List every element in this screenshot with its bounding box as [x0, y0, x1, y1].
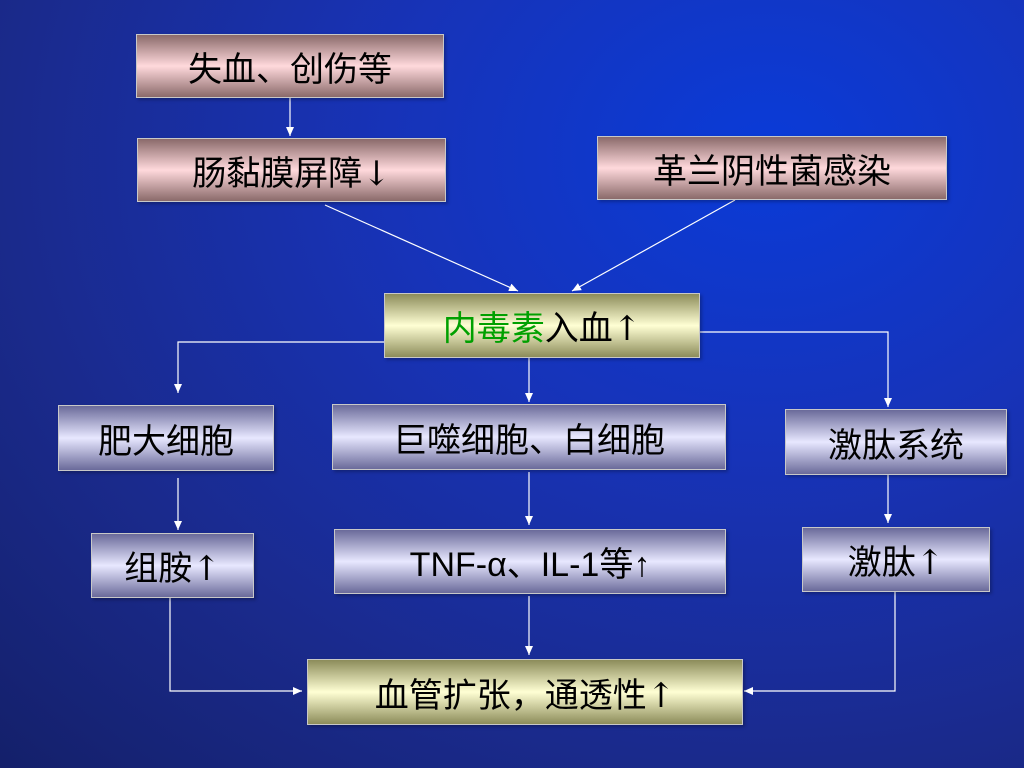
node-blood-loss: 失血、创伤等	[136, 34, 444, 98]
node-tnf: TNF-α、IL-1等↑	[334, 529, 726, 594]
node-kinin-label: 激肽↑	[847, 543, 945, 583]
arrow-gram-to-endotoxin	[571, 199, 736, 292]
node-vasodilation-label: 血管扩张，通透性↑	[374, 675, 676, 716]
arrow-endotoxin-to-kininsys	[700, 331, 892, 407]
node-endotoxin-highlight: 内毒素	[442, 309, 545, 349]
arrow-barrier-to-endotoxin	[324, 204, 519, 292]
node-histamine-label: 组胺↑	[124, 549, 221, 589]
node-histamine: 组胺↑	[91, 533, 254, 598]
arrow-histamine-to-vaso	[169, 598, 302, 695]
node-mast-cells: 肥大细胞	[58, 405, 274, 471]
node-tnf-label: TNF-α、IL-1等↑	[409, 546, 651, 584]
node-vasodilation: 血管扩张，通透性↑	[307, 659, 743, 725]
node-kinin: 激肽↑	[802, 527, 990, 592]
node-blood-loss-label: 失血、创伤等	[188, 49, 392, 90]
node-macrophages: 巨噬细胞、白细胞	[332, 404, 726, 470]
node-kinin-system-label: 激肽系统	[828, 425, 964, 466]
arrow-endotoxin-to-mast	[174, 341, 384, 393]
arrow-kinin-to-vaso	[744, 592, 896, 695]
node-mucosal-barrier: 肠黏膜屏障↓	[137, 138, 446, 202]
node-gram-negative-label: 革兰阴性菌感染	[653, 151, 891, 192]
node-mucosal-barrier-label: 肠黏膜屏障↓	[192, 153, 391, 194]
node-gram-negative: 革兰阴性菌感染	[597, 136, 947, 200]
node-kinin-system: 激肽系统	[785, 409, 1007, 475]
node-endotoxin: 内毒素入血↑	[384, 293, 700, 358]
node-endotoxin-rest: 入血↑	[544, 309, 642, 349]
node-mast-cells-label: 肥大细胞	[98, 421, 234, 462]
node-macrophages-label: 巨噬细胞、白细胞	[393, 420, 665, 461]
